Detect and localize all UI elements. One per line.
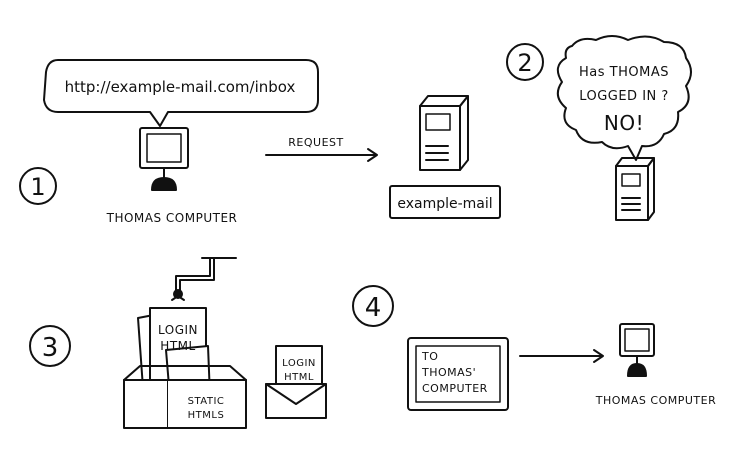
thought-cloud-bubble xyxy=(556,35,692,161)
step-4-number: 4 xyxy=(365,293,382,323)
static-html-box xyxy=(123,365,247,429)
step-2-circle xyxy=(506,43,544,81)
step-4-circle xyxy=(352,285,394,327)
robot-arm-icon xyxy=(171,257,237,301)
step-1-number: 1 xyxy=(30,173,45,201)
server-icon xyxy=(419,95,469,171)
bubble-line-1: Has THOMAS xyxy=(579,65,669,80)
thomas-computer-label: THOMAS COMPUTER xyxy=(106,211,238,225)
request-arrow xyxy=(265,148,378,162)
server-label-box xyxy=(389,185,501,219)
small-server-icon xyxy=(615,157,655,221)
step-1-circle xyxy=(19,167,57,205)
page-label-line-1: LOGIN xyxy=(158,323,198,337)
box-label-line-2: HTMLS xyxy=(188,410,225,421)
envelope-line-1: LOGIN xyxy=(282,358,316,369)
box-label-line-1: STATIC xyxy=(188,396,225,407)
server-label: example-mail xyxy=(397,196,492,212)
page-label-line-2: HTML xyxy=(160,339,195,353)
note-line-2: THOMAS' xyxy=(421,366,476,379)
url-speech-bubble xyxy=(43,59,319,127)
note-line-1: TO xyxy=(421,350,438,363)
note-line-3: COMPUTER xyxy=(422,382,488,395)
step-3-circle xyxy=(29,325,71,367)
thomas-computer-label-2: THOMAS COMPUTER xyxy=(595,394,716,407)
thomas-computer-icon xyxy=(139,127,189,191)
request-label: REQUEST xyxy=(288,136,343,149)
envelope-icon xyxy=(265,345,327,419)
step-3-number: 3 xyxy=(42,333,59,363)
step-2-number: 2 xyxy=(517,49,532,77)
to-thomas-note-box xyxy=(407,337,509,411)
url-text: http://example-mail.com/inbox xyxy=(65,78,296,96)
bubble-line-3: NO! xyxy=(604,111,644,135)
delivery-arrow xyxy=(519,349,604,363)
thomas-computer-icon-2 xyxy=(619,323,655,377)
bubble-line-2: LOGGED IN ? xyxy=(579,89,669,104)
envelope-line-2: HTML xyxy=(284,372,314,383)
